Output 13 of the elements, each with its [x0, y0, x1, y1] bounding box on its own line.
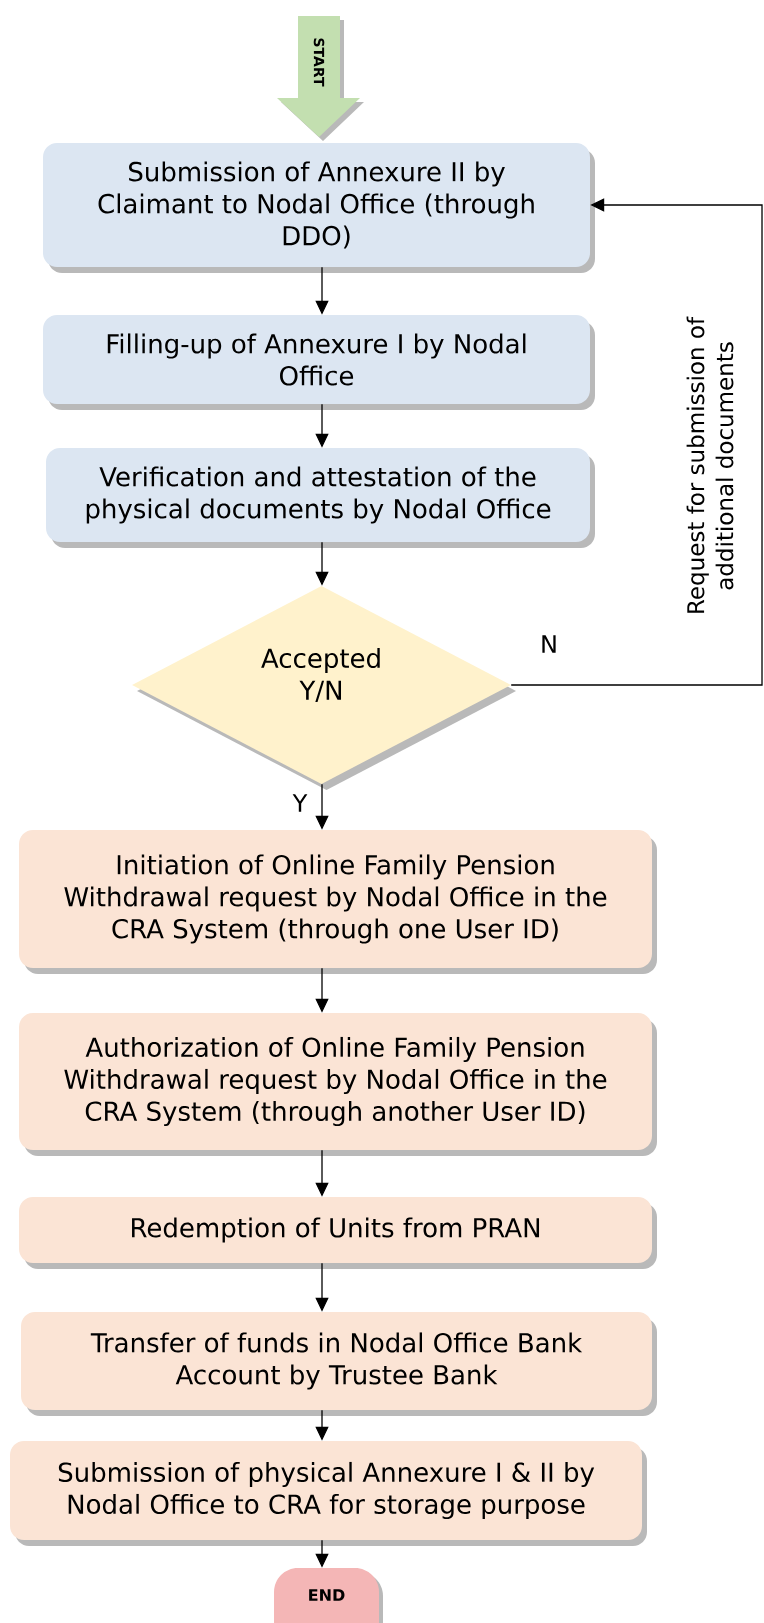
terminator: END — [274, 1568, 383, 1623]
edge-label: Y — [291, 793, 309, 813]
edge-label: N — [539, 634, 559, 654]
arrow — [510, 198, 763, 686]
process-box: Redemption of Units from PRAN — [19, 1197, 657, 1269]
process-box: Initiation of Online Family Pension Withdrawal request by Nodal Office in the CRA System (through one User ID) — [19, 830, 657, 974]
side-note: Request for submission of additional documents — [686, 316, 734, 613]
process-box: Verification and attestation of the physical documents by Nodal Office — [46, 448, 595, 548]
process-box: Submission of physical Annexure I & II by Nodal Office to CRA for storage purpose — [10, 1441, 647, 1546]
process-box: Authorization of Online Family Pension Withdrawal request by Nodal Office in the CRA System (through another User ID) — [19, 1013, 657, 1156]
process-box: Submission of Annexure II by Claimant to Nodal Office (through DDO) — [43, 143, 595, 273]
process-box: Transfer of funds in Nodal Office Bank Account by Trustee Bank — [21, 1312, 657, 1416]
process-box: Filling-up of Annexure I by Nodal Office — [43, 315, 595, 410]
